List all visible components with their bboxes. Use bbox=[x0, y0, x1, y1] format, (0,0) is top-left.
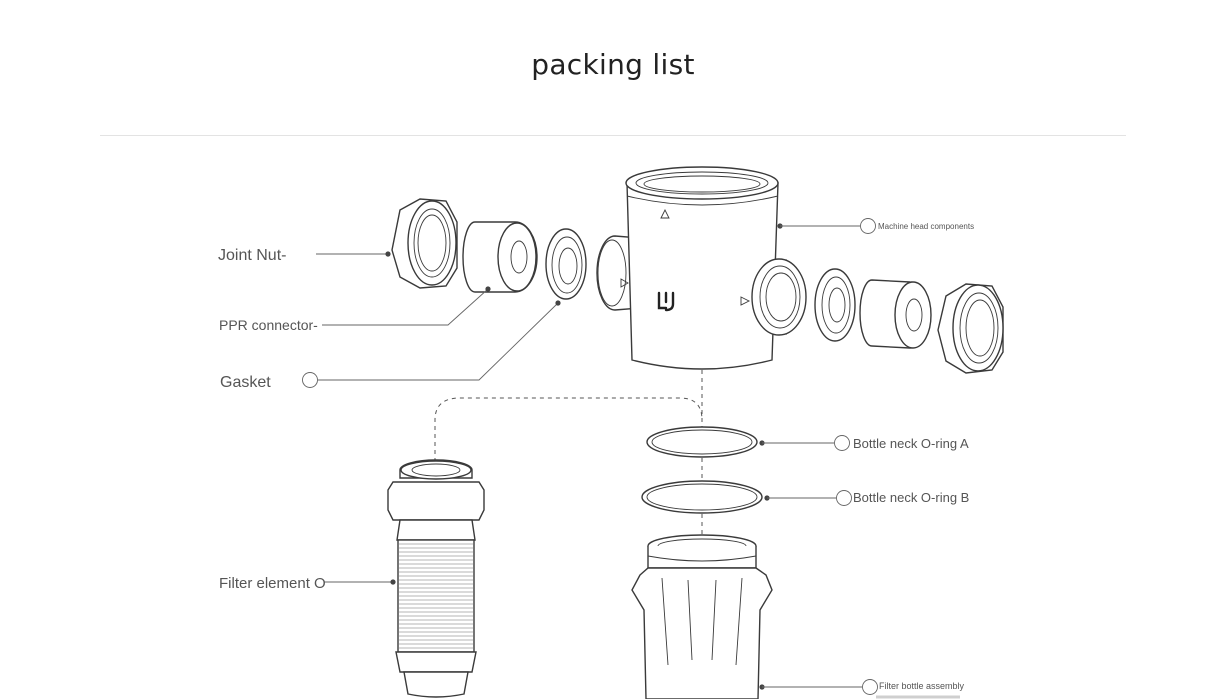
leader-oring-b bbox=[764, 490, 852, 506]
joint-nut-right bbox=[937, 283, 1004, 374]
ppr-connector-right bbox=[859, 279, 932, 349]
section-divider bbox=[100, 135, 1126, 136]
label-filter-element: Filter element O bbox=[219, 575, 326, 592]
label-oring-b: Bottle neck O-ring B bbox=[853, 490, 969, 505]
joint-nut-left bbox=[391, 198, 458, 289]
leader-filter-bottle bbox=[759, 679, 960, 699]
gasket-left bbox=[545, 228, 587, 300]
label-filter-bottle: Filter bottle assembly bbox=[879, 681, 965, 691]
label-joint-nut: Joint Nut- bbox=[218, 247, 286, 264]
leader-ppr-connector bbox=[322, 286, 491, 326]
machine-head bbox=[596, 166, 779, 370]
leader-filter-element bbox=[324, 579, 396, 585]
filter-element bbox=[387, 459, 485, 698]
filter-bottle bbox=[631, 534, 773, 699]
leader-machine-head bbox=[777, 218, 876, 234]
ppr-connector-left bbox=[462, 221, 538, 293]
gasket-right bbox=[814, 268, 856, 342]
assembly-path-filter bbox=[434, 397, 703, 462]
leader-gasket bbox=[302, 300, 561, 388]
leader-oring-a bbox=[759, 435, 850, 451]
label-machine-head: Machine head components bbox=[878, 222, 974, 231]
label-oring-a: Bottle neck O-ring A bbox=[853, 436, 969, 451]
label-ppr-connector: PPR connector- bbox=[219, 317, 318, 333]
oring-b bbox=[641, 480, 763, 514]
leader-joint-nut bbox=[316, 251, 391, 257]
label-gasket: Gasket bbox=[220, 374, 271, 391]
page-title: packing list bbox=[531, 48, 695, 81]
oring-a bbox=[646, 426, 758, 458]
machine-head-right-port bbox=[751, 258, 807, 336]
